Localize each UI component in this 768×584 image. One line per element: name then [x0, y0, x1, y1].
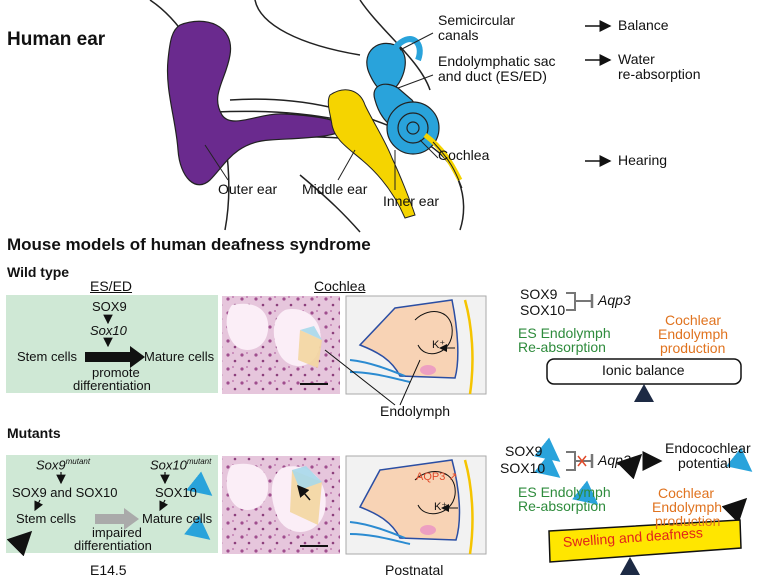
- mut-impaired-1: impaired: [92, 525, 142, 540]
- mut-cochlear-1: Cochlear: [658, 485, 715, 501]
- endocochlear-2: potential: [678, 455, 731, 471]
- ear-illustration: [149, 0, 465, 233]
- wt-cochlea-schematic: [345, 295, 487, 395]
- e145-label: E14.5: [90, 562, 127, 578]
- cochlea-header: Cochlea: [314, 278, 366, 294]
- balance-label: Balance: [618, 17, 669, 33]
- mut-cochlea-schematic: [345, 455, 487, 555]
- wt-right-sox10: SOX10: [520, 302, 566, 318]
- mut-mature-cells: Mature cells: [142, 511, 213, 526]
- mut-stem-cells: Stem cells: [16, 511, 76, 526]
- mut-sox9-mutant-name: Sox9: [36, 457, 66, 473]
- wt-cochlear-3: production: [660, 340, 726, 356]
- water-label-1: Water: [618, 51, 655, 67]
- mut-right-sox9: SOX9: [505, 443, 543, 459]
- cochlea-label: Cochlea: [438, 147, 490, 163]
- middle-ear-shape: [327, 89, 416, 219]
- semicircular-label-2: canals: [438, 27, 479, 43]
- mut-sox10-mutant: Sox10mutant: [150, 457, 212, 473]
- mut-aqp3-label: AQP3 ↗: [416, 471, 458, 483]
- mut-sox10: SOX10: [155, 485, 197, 500]
- mut-impaired-2: differentiation: [74, 538, 152, 553]
- endolymph-label: Endolymph: [380, 403, 451, 419]
- mut-sox10-mutant-name: Sox10: [150, 457, 187, 473]
- mut-es-endolymph-1: ES Endolymph: [518, 484, 611, 500]
- mutants-label: Mutants: [7, 425, 61, 441]
- semicircular-label-1: Semicircular: [438, 12, 516, 28]
- mut-cochlear-2: Endolymph: [652, 499, 723, 515]
- middle-ear-label: Middle ear: [302, 181, 368, 197]
- mut-fulcrum: [620, 557, 640, 575]
- water-label-2: re-absorption: [618, 66, 701, 82]
- wild-type-label: Wild type: [7, 264, 70, 280]
- mut-cochlear-3: production: [655, 513, 721, 529]
- mut-sox10-mutant-sup: mutant: [186, 457, 212, 466]
- wt-right-aqp3: Aqp3: [598, 292, 631, 308]
- es-ed-header: ES/ED: [90, 278, 133, 294]
- hearing-label: Hearing: [618, 152, 668, 168]
- mut-sox9-mutant-sup: mutant: [65, 457, 91, 466]
- outer-ear-shape: [166, 20, 346, 186]
- inner-ear-label: Inner ear: [383, 193, 440, 209]
- mut-histology-image: [222, 456, 340, 554]
- wt-sox9: SOX9: [92, 299, 127, 314]
- mut-sox9-and-sox10: SOX9 and SOX10: [12, 485, 118, 500]
- promote-arrow: [85, 346, 145, 368]
- inner-ear-shape: [366, 36, 440, 155]
- wt-cochlear-1: Cochlear: [665, 312, 722, 328]
- mut-sox9-mutant: Sox9mutant: [36, 457, 91, 473]
- outer-ear-label: Outer ear: [218, 181, 278, 197]
- mut-es-endolymph-2: Re-absorption: [518, 498, 606, 514]
- wt-cochlear-2: Endolymph: [658, 326, 729, 342]
- swelling-bar: [548, 519, 742, 563]
- wt-mature-cells: Mature cells: [144, 349, 215, 364]
- ionic-balance-label: Ionic balance: [602, 362, 685, 378]
- es-ed-label-2: and duct (ES/ED): [438, 68, 547, 84]
- mut-k-label: K⁺: [434, 501, 448, 513]
- wt-sox10: Sox10: [90, 323, 127, 338]
- wt-right-sox9: SOX9: [520, 286, 558, 302]
- wt-promote-2: differentiation: [73, 378, 151, 393]
- mouse-models-title: Mouse models of human deafness syndrome: [7, 235, 371, 254]
- wt-es-endolymph-2: Re-absorption: [518, 339, 606, 355]
- postnatal-label: Postnatal: [385, 562, 444, 578]
- wt-es-endolymph-1: ES Endolymph: [518, 325, 611, 341]
- wt-stem-cells: Stem cells: [17, 349, 77, 364]
- wt-histology-image: [222, 296, 340, 394]
- impaired-arrow: [95, 508, 139, 530]
- wt-promote-1: promote: [92, 365, 140, 380]
- human-ear-title: Human ear: [7, 29, 106, 50]
- wt-k-label: K⁺: [432, 339, 446, 351]
- es-ed-label-1: Endolymphatic sac: [438, 53, 556, 69]
- wt-fulcrum: [634, 384, 654, 402]
- mut-right-aqp3: Aqp3: [598, 452, 631, 468]
- mut-right-sox10: SOX10: [500, 460, 546, 476]
- mut-aqp3-text: AQP3: [416, 471, 446, 483]
- endocochlear-1: Endocochlear: [665, 440, 751, 456]
